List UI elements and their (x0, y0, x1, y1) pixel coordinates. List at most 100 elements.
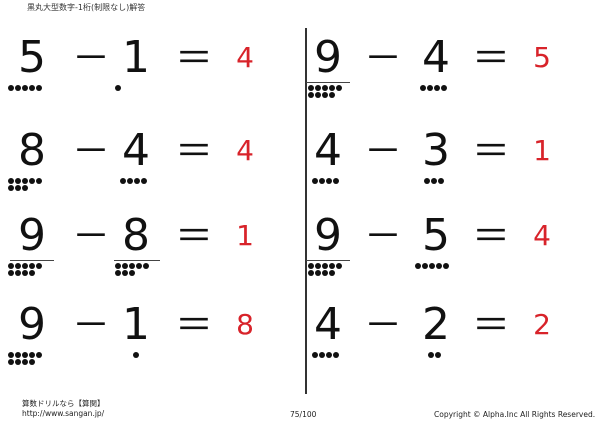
counting-dot (8, 352, 14, 358)
counting-dot (122, 263, 128, 269)
subtrahend: 3 (422, 125, 450, 176)
counting-dot (312, 352, 318, 358)
counting-dot (322, 270, 328, 276)
problem-5: 9 － 4 ＝ 5 (300, 36, 600, 106)
counting-dot (129, 270, 135, 276)
counting-dot (329, 85, 335, 91)
counting-dot (143, 263, 149, 269)
minus-sign: － (72, 129, 111, 173)
counting-dot (133, 352, 139, 358)
counting-dot (36, 85, 42, 91)
footer-left: 算数ドリルなら【算関】 http://www.sangan.jp/ (22, 399, 105, 419)
counting-dot (415, 263, 421, 269)
answer: 2 (533, 308, 551, 341)
counting-dot (22, 85, 28, 91)
counting-dot (435, 352, 441, 358)
minuend: 4 (314, 125, 342, 176)
counting-dot (428, 352, 434, 358)
answer: 1 (533, 134, 551, 167)
counting-dot (443, 263, 449, 269)
counting-dot (120, 178, 126, 184)
problem-2: 8 － 4 ＝ 4 (0, 129, 300, 199)
counting-dot (22, 185, 28, 191)
counting-dot (29, 178, 35, 184)
counting-dot (422, 263, 428, 269)
subtrahend: 1 (122, 299, 150, 350)
counting-dot (29, 85, 35, 91)
counting-dot (333, 178, 339, 184)
subtrahend: 8 (122, 210, 150, 261)
counting-dot (15, 352, 21, 358)
counting-dot (22, 263, 28, 269)
answer: 1 (236, 219, 254, 252)
counting-dot (329, 92, 335, 98)
problem-1: 5 － 1 ＝ 4 (0, 36, 300, 106)
counting-dot (322, 92, 328, 98)
counting-dot (115, 85, 121, 91)
counting-dot (308, 85, 314, 91)
counting-dot (326, 352, 332, 358)
counting-dot (115, 270, 121, 276)
counting-dot (134, 178, 140, 184)
problem-4: 9 － 1 ＝ 8 (0, 303, 300, 373)
counting-dot (315, 85, 321, 91)
counting-dot (438, 178, 444, 184)
counting-dot (15, 85, 21, 91)
minuend: 9 (18, 210, 46, 261)
counting-dot (319, 352, 325, 358)
counting-dot (15, 178, 21, 184)
counting-dot (22, 352, 28, 358)
counting-dot (336, 263, 342, 269)
counting-dot (329, 263, 335, 269)
worksheet-title: 黒丸大型数字-1桁(制限なし)解答 (27, 3, 146, 12)
counting-dot (36, 352, 42, 358)
minuend: 8 (18, 125, 46, 176)
counting-dot (15, 270, 21, 276)
counting-dot (15, 185, 21, 191)
minuend: 9 (18, 299, 46, 350)
counting-dot (8, 270, 14, 276)
counting-dot (8, 263, 14, 269)
counting-dot (420, 85, 426, 91)
page-number: 75/100 (290, 410, 317, 419)
minuend-underline (10, 260, 54, 261)
minus-sign: － (364, 303, 403, 347)
minus-sign: － (72, 36, 111, 80)
counting-dot (127, 178, 133, 184)
column-divider (305, 28, 307, 394)
subtrahend: 4 (422, 32, 450, 83)
footer-brand: 算数ドリルなら【算関】 (22, 399, 105, 408)
equals-sign: ＝ (472, 36, 511, 80)
counting-dot (8, 359, 14, 365)
minuend: 4 (314, 299, 342, 350)
minuend: 9 (314, 32, 342, 83)
counting-dot (441, 85, 447, 91)
counting-dot (429, 263, 435, 269)
counting-dot (315, 92, 321, 98)
counting-dot (424, 178, 430, 184)
counting-dot (436, 263, 442, 269)
counting-dot (36, 263, 42, 269)
equals-sign: ＝ (175, 303, 214, 347)
counting-dot (15, 263, 21, 269)
subtrahend: 1 (122, 32, 150, 83)
answer: 4 (533, 219, 551, 252)
equals-sign: ＝ (175, 214, 214, 258)
counting-dot (136, 263, 142, 269)
counting-dot (336, 85, 342, 91)
equals-sign: ＝ (472, 303, 511, 347)
counting-dot (8, 85, 14, 91)
counting-dot (22, 178, 28, 184)
counting-dot (308, 92, 314, 98)
counting-dot (122, 270, 128, 276)
counting-dot (129, 263, 135, 269)
minus-sign: － (364, 36, 403, 80)
counting-dot (434, 85, 440, 91)
problem-3: 9 － 8 ＝ 1 (0, 214, 300, 284)
counting-dot (431, 178, 437, 184)
counting-dot (36, 178, 42, 184)
footer-url[interactable]: http://www.sangan.jp/ (22, 409, 105, 418)
counting-dot (8, 178, 14, 184)
subtrahend: 5 (422, 210, 450, 261)
counting-dot (315, 263, 321, 269)
